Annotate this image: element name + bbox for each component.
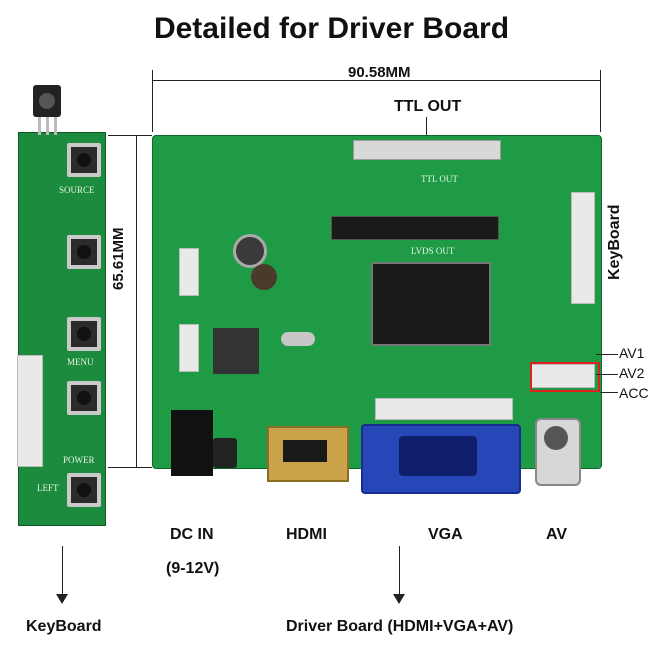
width-dimension-line <box>152 80 600 81</box>
crystal <box>281 332 315 346</box>
vga-side-header <box>375 398 513 420</box>
hdmi-label: HDMI <box>286 526 327 543</box>
keyboard-button <box>67 473 101 507</box>
av1-label: AV1 <box>619 345 645 361</box>
ir-pin <box>46 117 49 135</box>
keyboard-arrow-line <box>62 546 63 596</box>
dc-jack <box>171 410 213 476</box>
dc-in-label: DC IN <box>170 526 214 543</box>
ttl-out-pointer <box>426 117 427 141</box>
keyboard-connector <box>17 355 43 467</box>
inductor <box>251 264 277 290</box>
regulator-chip <box>213 328 259 374</box>
keyboard-header <box>571 192 595 304</box>
driver-arrow-head <box>393 594 405 604</box>
hdmi-socket <box>283 440 327 462</box>
av-label: AV <box>546 526 568 543</box>
source-silk: SOURCE <box>59 185 95 195</box>
av-callout-box <box>530 362 600 392</box>
vga-label: VGA <box>428 526 463 543</box>
keyboard-button <box>67 235 101 269</box>
dc-capacitor <box>213 438 237 468</box>
driver-arrow-line <box>399 546 400 596</box>
capacitor <box>233 234 267 268</box>
acc-pointer <box>600 392 618 393</box>
keyboard-button <box>67 317 101 351</box>
av1-pointer <box>596 354 618 355</box>
height-tick-top <box>108 135 152 136</box>
page-title: Detailed for Driver Board <box>153 12 510 45</box>
av2-pointer <box>596 374 618 375</box>
driver-board: TTL OUT LVDS OUT <box>152 135 602 494</box>
width-tick-left <box>152 70 153 132</box>
ir-lens <box>39 93 55 109</box>
height-tick-bottom <box>108 467 152 468</box>
keyboard-bottom-label: KeyBoard <box>26 618 102 635</box>
av-rca-center <box>544 426 568 450</box>
height-dimension: 65.61MM <box>110 227 127 290</box>
power-silk: POWER <box>63 455 95 465</box>
vga-socket <box>399 436 477 476</box>
lvds-out-silk: LVDS OUT <box>411 246 455 256</box>
ttl-out-label: TTL OUT <box>394 98 462 115</box>
left-header <box>179 324 199 372</box>
keyboard-board: SOURCE MENU POWER LEFT <box>17 85 106 526</box>
left-silk: LEFT <box>37 483 59 493</box>
lvds-pin-header <box>331 216 499 240</box>
acc-label: ACC <box>619 385 649 401</box>
keyboard-button <box>67 143 101 177</box>
ttl-fpc-connector <box>353 140 501 160</box>
width-tick-right <box>600 70 601 132</box>
height-dimension-line <box>136 135 137 467</box>
keyboard-button <box>67 381 101 415</box>
width-dimension: 90.58MM <box>348 64 411 81</box>
menu-silk: MENU <box>67 357 94 367</box>
keyboard-arrow-head <box>56 594 68 604</box>
av2-label: AV2 <box>619 365 645 381</box>
keyboard-side-label: KeyBoard <box>606 204 623 280</box>
ttl-out-silk: TTL OUT <box>421 174 458 184</box>
dc-voltage-label: (9-12V) <box>166 560 220 577</box>
ir-pin <box>38 117 41 135</box>
driver-board-label: Driver Board (HDMI+VGA+AV) <box>286 618 514 635</box>
main-ic <box>371 262 491 346</box>
ir-pin <box>54 117 57 135</box>
left-header <box>179 248 199 296</box>
av-header <box>531 364 595 388</box>
